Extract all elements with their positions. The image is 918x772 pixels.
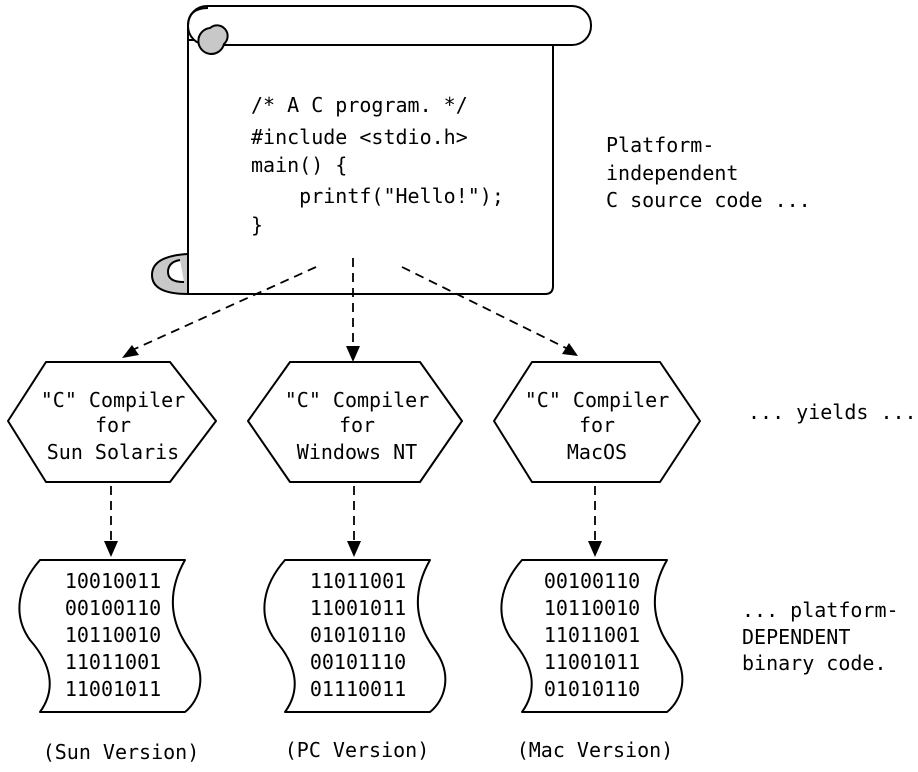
binary-line-2: 10110010: [544, 596, 640, 620]
binary-line-4: 11001011: [544, 650, 640, 674]
source-note-line-2: independent: [606, 161, 738, 185]
binary-line-4: 00101110: [310, 650, 406, 674]
compiler-label-line-2: for: [95, 413, 131, 437]
source-code-scroll: /* A C program. */ #include <stdio.h> ma…: [150, 5, 592, 296]
binary-note-line-2: DEPENDENT: [742, 625, 850, 649]
compiler-hexagon-solaris: [7, 361, 217, 483]
arrow-to-macos: [401, 266, 571, 351]
compiler-label-line-1: "C" Compiler: [41, 388, 186, 412]
source-arrows: [122, 258, 578, 362]
arrowhead-icon: [562, 343, 578, 356]
binary-line-3: 11011001: [544, 623, 640, 647]
binary-line-2: 11001011: [310, 596, 406, 620]
version-label-solaris: (Sun Version): [43, 740, 200, 764]
code-line-5: }: [251, 213, 263, 237]
compiler-label-line-3: Sun Solaris: [47, 440, 179, 464]
compiler-label-line-1: "C" Compiler: [285, 388, 430, 412]
compiler-hexagon-macos: [493, 361, 701, 483]
top-curl-icon: [197, 24, 229, 55]
binary-line-1: 00100110: [544, 569, 640, 593]
source-note-line-1: Platform-: [606, 133, 714, 157]
code-line-2: #include <stdio.h>: [251, 125, 468, 149]
binary-line-3: 01010110: [310, 623, 406, 647]
compiler-column-solaris: "C" Compiler for Sun Solaris 10010011 00…: [7, 361, 217, 764]
compiler-column-macos: "C" Compiler for MacOS 00100110 10110010…: [493, 361, 701, 762]
arrowhead-icon: [104, 541, 118, 557]
source-note: Platform- independent C source code ...: [606, 133, 811, 212]
code-line-3: main() {: [251, 153, 347, 177]
version-label-macos: (Mac Version): [517, 738, 674, 762]
binary-document-windows: [263, 559, 447, 713]
code-line-1: /* A C program. */: [251, 93, 468, 117]
binary-note-line-1: ... platform-: [742, 598, 899, 622]
compiler-label-line-2: for: [339, 413, 375, 437]
binary-note: ... platform- DEPENDENT binary code.: [742, 598, 899, 675]
arrowhead-icon: [346, 346, 360, 362]
compiler-column-windows: "C" Compiler for Windows NT 11011001 110…: [247, 361, 463, 762]
binary-line-3: 10110010: [65, 623, 161, 647]
binary-line-5: 11001011: [65, 677, 161, 701]
code-line-4: printf("Hello!");: [251, 184, 504, 208]
arrowhead-icon: [122, 345, 139, 358]
compiler-label-line-1: "C" Compiler: [525, 388, 670, 412]
compiler-label-line-3: MacOS: [567, 440, 627, 464]
binary-document-solaris: [18, 559, 202, 713]
binary-note-line-3: binary code.: [742, 651, 887, 675]
yields-note: ... yields ...: [748, 400, 917, 424]
binary-line-1: 11011001: [310, 569, 406, 593]
compiler-hexagon-windows: [247, 361, 463, 483]
arrowhead-icon: [347, 541, 361, 557]
compiler-label-line-2: for: [579, 413, 615, 437]
version-label-windows: (PC Version): [285, 738, 430, 762]
binary-line-5: 01110011: [310, 677, 406, 701]
source-note-line-3: C source code ...: [606, 188, 811, 212]
binary-line-5: 01010110: [544, 677, 640, 701]
compiler-label-line-3: Windows NT: [297, 440, 417, 464]
binary-line-2: 00100110: [65, 596, 161, 620]
arrow-to-solaris: [127, 266, 317, 353]
binary-line-4: 11011001: [65, 650, 161, 674]
binary-document-macos: [500, 559, 684, 713]
arrowhead-icon: [588, 541, 602, 557]
binary-line-1: 10010011: [65, 569, 161, 593]
